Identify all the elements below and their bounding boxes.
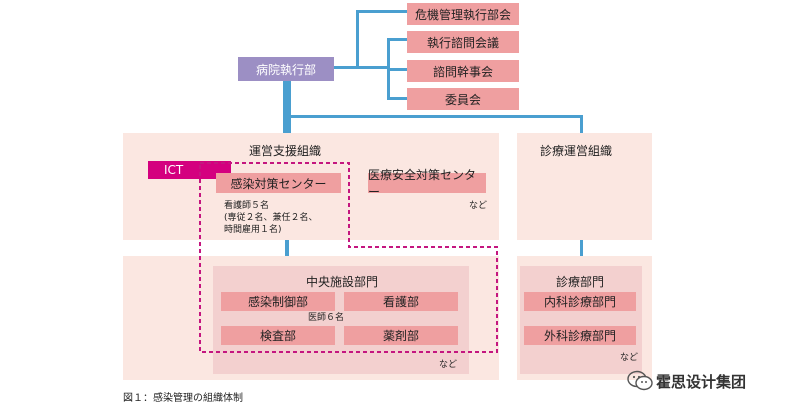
- committee-advisory-secretary: 諮問幹事会: [407, 60, 519, 82]
- doctor-note: 医師６名: [308, 313, 345, 323]
- connector-branch-2: [387, 38, 408, 41]
- internal-medicine-cell: 内科診療部門: [524, 292, 636, 311]
- clinical-org-label: 診療運営組織: [540, 144, 613, 158]
- central-etc-label: など: [439, 360, 458, 370]
- committee-members: 委員会: [407, 88, 519, 110]
- support-org-label: 運営支援組織: [249, 144, 322, 158]
- committee-advisory-council: 執行諮問会議: [407, 31, 519, 53]
- connector-exec-down: [283, 80, 291, 134]
- committee-crisis: 危機管理執行部会: [407, 3, 519, 25]
- central-facilities-label: 中央施設部門: [306, 275, 379, 289]
- connector-support-to-central: [285, 240, 289, 256]
- medical-safety-center-box: 医療安全対策センター: [368, 168, 486, 199]
- support-etc-label: など: [469, 201, 488, 211]
- clinical-etc-label: など: [620, 353, 639, 363]
- connector-exec-horizontal: [334, 66, 358, 69]
- infection-control-dept-cell: 感染制御部: [221, 292, 335, 311]
- infection-center-staff-line-3: 時間雇用１名): [224, 225, 282, 235]
- laboratory-dept-cell: 検査部: [221, 326, 335, 345]
- surgery-cell: 外科診療部門: [524, 326, 636, 345]
- connector-branch-1: [356, 10, 408, 13]
- watermark-text: 霍思设计集团: [656, 373, 747, 391]
- connector-branch-3: [387, 68, 408, 71]
- wechat-logo-icon: [627, 370, 653, 391]
- hospital-executive-box: 病院執行部: [238, 57, 334, 81]
- connector-tree-trunk: [356, 10, 359, 69]
- connector-to-clinical: [287, 115, 583, 118]
- clinical-dept-panel: [520, 266, 642, 374]
- nursing-dept-cell: 看護部: [344, 292, 458, 311]
- connector-join: [356, 66, 389, 69]
- clinical-dept-label: 診療部門: [556, 275, 605, 289]
- connector-branch-4: [387, 97, 408, 100]
- connector-clinical-down: [580, 115, 583, 134]
- figure-caption: 図１：感染管理の組織体制: [123, 393, 243, 404]
- connector-clinical-to-dept: [580, 240, 583, 256]
- infection-control-center-box: 感染対策センター: [216, 173, 341, 193]
- clinical-org-band: [517, 133, 652, 240]
- pharmacy-dept-cell: 薬剤部: [344, 326, 458, 345]
